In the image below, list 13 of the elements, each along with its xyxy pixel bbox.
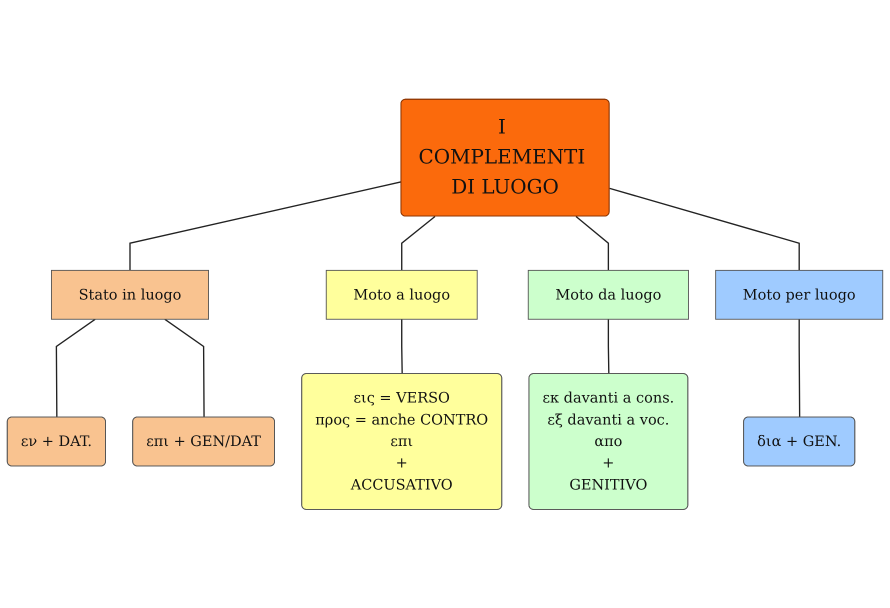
connector	[56, 318, 96, 418]
connector	[164, 318, 205, 418]
node-box: Moto per luogo	[715, 270, 884, 320]
connector	[608, 318, 610, 374]
connector	[401, 216, 436, 270]
connector	[609, 187, 800, 270]
connector	[129, 180, 402, 270]
connector	[798, 318, 800, 418]
node-box: Moto da luogo	[528, 270, 689, 320]
node-box: Moto a luogo	[326, 270, 478, 320]
node-box: Stato in luogo	[51, 270, 209, 320]
connector	[576, 216, 610, 270]
connector	[401, 318, 403, 374]
